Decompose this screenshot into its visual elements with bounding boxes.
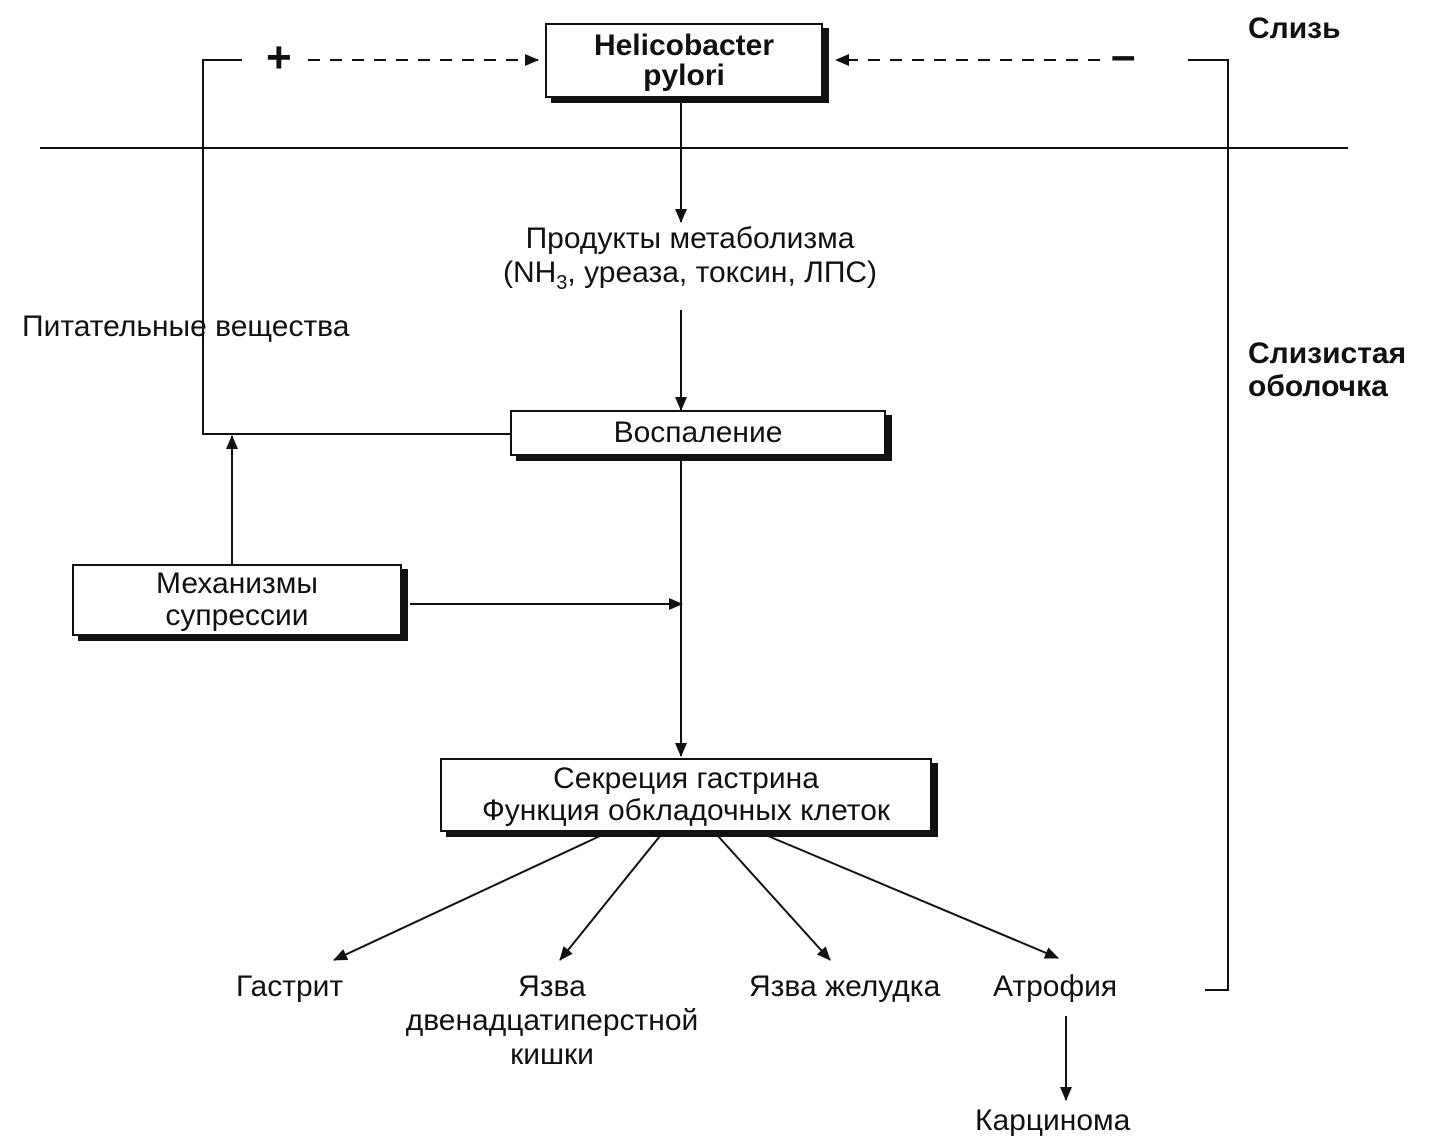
- helicobacter-pylori-box: Helicobacter pylori: [545, 23, 823, 98]
- layer-label-mucosa-line1: Слизистая: [1248, 337, 1407, 370]
- duodenal-ulcer-line1: Язва: [518, 970, 586, 1003]
- parietal-cell-function-line2: Функция обкладочных клеток: [481, 794, 891, 827]
- metabolism-nh-subscript: 3: [556, 272, 568, 294]
- layer-label-mucosa: Слизистая оболочка: [1248, 337, 1406, 403]
- atrophy-label: Атрофия: [993, 970, 1118, 1003]
- helicobacter-pylori-line2: pylori: [643, 58, 725, 92]
- arrow-to-gastric-ulcer: [717, 835, 831, 961]
- inflammation-box: Воспаление: [510, 410, 886, 456]
- nutrients-label: Питательные вещества: [22, 310, 350, 343]
- carcinoma-label: Карцинома: [975, 1104, 1131, 1137]
- helicobacter-pylori-line1: Helicobacter: [593, 28, 775, 62]
- gastric-ulcer-label: Язва желудка: [749, 970, 941, 1003]
- layer-label-mucus: Слизь: [1248, 12, 1341, 45]
- suppression-line1: Механизмы: [156, 567, 318, 600]
- metabolism-products-label: Продукты метаболизма (NH3, уреаза, токси…: [440, 222, 940, 300]
- positive-sign: +: [266, 33, 292, 82]
- arrow-to-duodenal-ulcer: [559, 835, 661, 961]
- negative-sign: –: [1111, 31, 1136, 80]
- atrophy-feedback-line: [1188, 59, 1229, 991]
- duodenal-ulcer-label: Язва двенадцатиперстной кишки: [352, 970, 752, 1072]
- gastritis-label: Гастрит: [236, 970, 344, 1003]
- layer-label-mucosa-line2: оболочка: [1248, 370, 1388, 403]
- metabolism-products-line2: (NH3, уреаза, токсин, ЛПС): [440, 256, 940, 300]
- metabolism-rest-text: , уреаза, токсин, ЛПС): [567, 256, 878, 289]
- gastrin-secretion-line1: Секреция гастрина: [553, 762, 819, 795]
- arrow-to-atrophy: [767, 835, 1059, 959]
- arrow-to-gastritis: [333, 835, 601, 961]
- duodenal-ulcer-line2: двенадцатиперстной: [405, 1004, 699, 1037]
- duodenal-ulcer-line3: кишки: [510, 1038, 594, 1071]
- metabolism-products-line1: Продукты метаболизма: [525, 222, 855, 255]
- metabolism-nh-text: (NH: [502, 256, 557, 289]
- nutrients-feedback-line: [202, 59, 510, 435]
- suppression-line2: супрессии: [165, 599, 309, 632]
- suppression-mechanisms-box: Механизмы супрессии: [72, 564, 402, 636]
- gastrin-secretion-box: Секреция гастрина Функция обкладочных кл…: [440, 758, 932, 832]
- inflammation-label: Воспаление: [613, 416, 783, 449]
